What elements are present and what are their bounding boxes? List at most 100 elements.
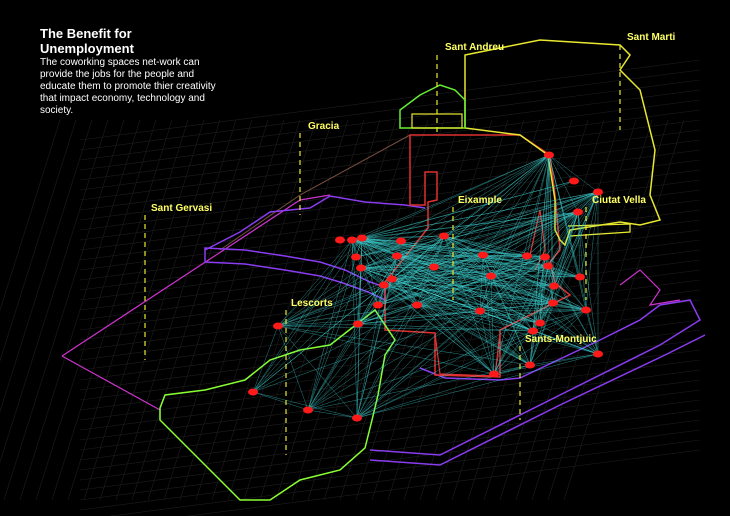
network-link <box>277 325 309 411</box>
network-link <box>252 267 362 393</box>
label-sant-andreu: Sant Andreu <box>445 42 505 53</box>
network-link <box>357 256 546 325</box>
network-link <box>548 154 555 287</box>
network-link <box>351 239 359 325</box>
network-link <box>443 211 579 237</box>
coworking-node <box>528 327 538 335</box>
network-link <box>383 284 531 366</box>
network-link <box>529 330 534 366</box>
network-link <box>416 302 554 306</box>
network-link <box>552 302 587 311</box>
network-link <box>383 284 481 312</box>
network-link <box>355 211 579 258</box>
network-link <box>532 309 587 332</box>
coworking-node <box>353 320 363 328</box>
network-link <box>383 255 398 286</box>
network-link <box>307 267 362 411</box>
network-link <box>396 235 445 257</box>
coworking-node <box>412 301 422 309</box>
network-link <box>383 191 599 286</box>
network-link <box>361 180 575 239</box>
network-link <box>360 235 445 269</box>
coworking-node <box>593 188 603 196</box>
network-link <box>416 235 445 306</box>
label-sants-montjuic: Sants-Montjuic <box>525 334 597 345</box>
network-link <box>396 255 555 287</box>
network-link <box>552 191 599 304</box>
coworking-node <box>357 234 367 242</box>
network-link <box>277 284 385 327</box>
network-link <box>482 191 599 256</box>
network-link <box>539 265 549 324</box>
eixample-wall <box>434 332 501 377</box>
network-link <box>277 325 534 332</box>
network-link <box>277 323 359 327</box>
network-link <box>351 239 379 306</box>
network-link <box>307 275 492 411</box>
network-link <box>443 154 550 237</box>
network-link <box>490 275 581 278</box>
network-link <box>529 265 549 366</box>
network-link <box>360 267 492 277</box>
intro-body: The coworking spaces net-work can provid… <box>40 57 216 116</box>
network-link <box>356 309 587 419</box>
intro-title: The Benefit for Unemployment <box>40 26 134 56</box>
city-outline-gracia <box>219 134 411 251</box>
network-link <box>356 256 546 419</box>
network-link <box>307 284 385 411</box>
network-link <box>482 254 555 287</box>
network-link <box>493 364 531 375</box>
network-link <box>479 265 549 312</box>
network-link <box>493 154 550 375</box>
network-link <box>490 275 541 324</box>
network-link <box>479 309 587 312</box>
network-link <box>443 235 541 324</box>
network-link <box>532 330 599 355</box>
coworking-node <box>387 275 397 283</box>
network-link <box>277 278 393 327</box>
network-link <box>490 275 495 375</box>
network-link <box>416 154 550 306</box>
network-link <box>482 254 546 258</box>
network-link <box>356 275 492 419</box>
network-link <box>355 154 550 258</box>
network-link <box>356 304 418 419</box>
network-link <box>416 256 546 306</box>
network-link <box>307 310 481 411</box>
label-ciutat-vella: Ciutat Vella <box>592 195 646 206</box>
network-link <box>493 256 546 375</box>
ciutat-vella-wall <box>567 223 631 237</box>
network-link <box>252 278 393 393</box>
network-link <box>391 278 541 324</box>
network-link <box>383 211 579 286</box>
network-link <box>547 211 579 267</box>
network-link <box>277 325 495 375</box>
coast-boundary <box>619 269 681 306</box>
network-link <box>544 256 581 278</box>
network-link <box>544 256 599 355</box>
network-link <box>443 180 575 237</box>
network-link <box>479 256 546 312</box>
network-link <box>252 237 363 393</box>
coworking-node <box>540 253 550 261</box>
network-link <box>493 309 587 375</box>
coworking-node <box>439 232 449 240</box>
coworking-node <box>273 322 283 330</box>
network-link <box>490 265 549 277</box>
coworking-node <box>351 253 361 261</box>
coworking-node <box>489 370 499 378</box>
street-grid <box>0 59 701 516</box>
coworking-node <box>549 282 559 290</box>
network-link <box>360 255 528 269</box>
network-link <box>443 235 581 278</box>
network-link <box>361 237 531 366</box>
network-link <box>277 304 418 327</box>
network-link <box>383 284 541 324</box>
network-link <box>493 191 599 375</box>
network-link <box>479 310 541 324</box>
network-link <box>307 304 418 411</box>
network-link <box>252 391 358 419</box>
network-link <box>577 211 587 311</box>
network-link <box>357 302 554 325</box>
